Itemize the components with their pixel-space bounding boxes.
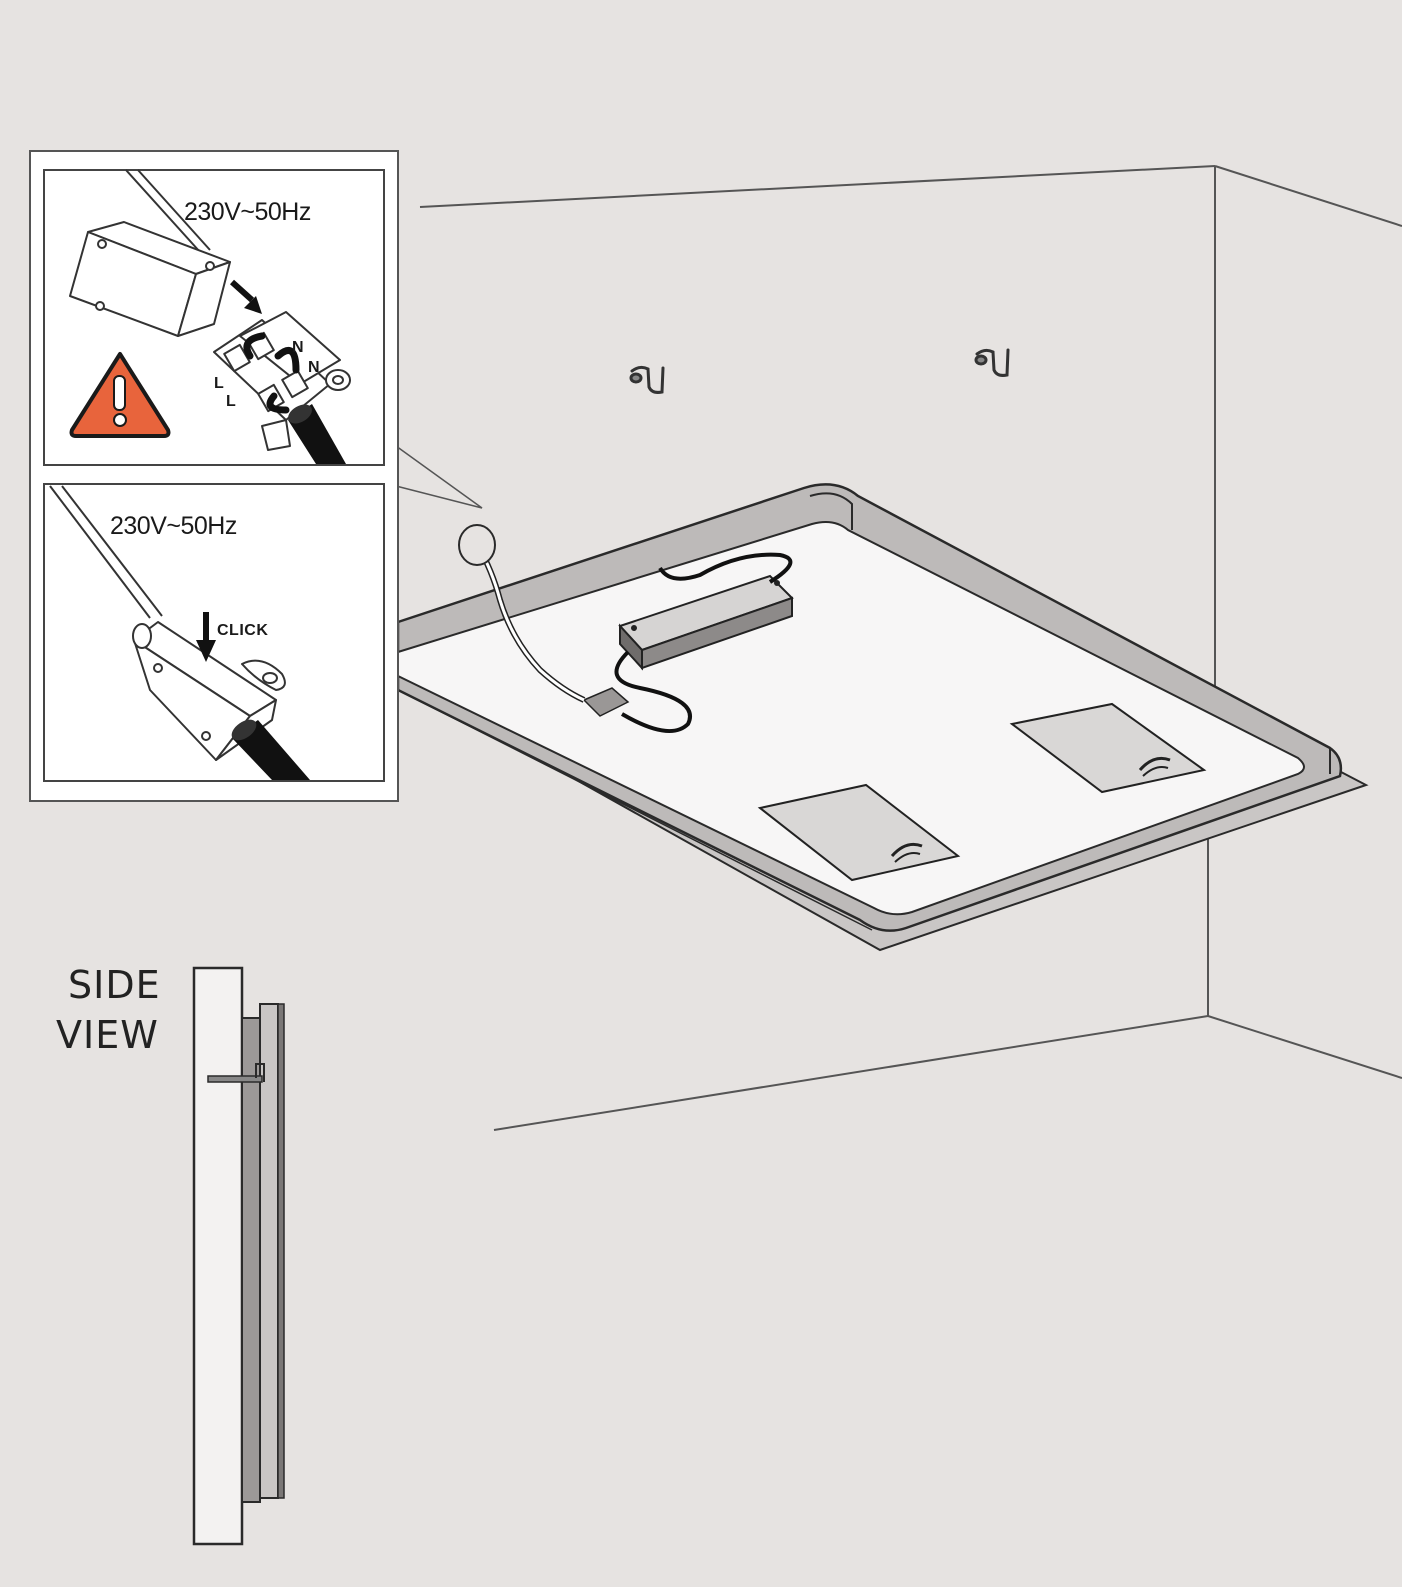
terminal-label-l2: L: [226, 393, 236, 410]
inset-panel-click: 230V~50Hz CLICK: [49, 485, 310, 780]
hanging-pad-right: [1009, 702, 1207, 794]
inset-panel-wiring: 230V~50Hz: [69, 169, 351, 464]
terminal-label-n1: N: [292, 339, 304, 356]
mirror-back-panel: [397, 521, 1305, 916]
side-view-label-line2: VIEW: [56, 1013, 159, 1057]
mirror-back: [395, 483, 1369, 952]
driver-cable-top: [658, 552, 793, 584]
side-view: SIDE VIEW: [56, 963, 285, 1546]
led-driver-box: [618, 574, 794, 671]
side-view-mirror-back: [241, 1017, 261, 1503]
hanging-pad-left: [757, 783, 961, 882]
side-view-label-line1: SIDE: [68, 963, 161, 1007]
mains-cable-inset-bottom: [231, 719, 310, 780]
side-view-mirror-glass: [277, 1003, 285, 1499]
terminal-label-l1: L: [214, 375, 224, 392]
push-arrow-icon: [229, 279, 262, 314]
voltage-label-bottom: 230V~50Hz: [110, 512, 237, 540]
driver-cable-bottom: [614, 650, 692, 733]
side-view-wall: [192, 966, 244, 1546]
click-arrow-icon: [196, 612, 216, 662]
warning-triangle-icon: [69, 352, 171, 438]
mains-cable-inset-top: [288, 404, 346, 464]
terminal-label-n2: N: [308, 359, 320, 376]
room-lines: [419, 165, 1402, 1131]
wall-hook-left: [629, 365, 665, 394]
click-label: CLICK: [217, 622, 268, 639]
cable-connector: [582, 687, 630, 717]
side-view-hook: [207, 1063, 265, 1083]
wall-hook-right: [974, 348, 1010, 377]
voltage-label-top: 230V~50Hz: [184, 198, 311, 226]
wall-outlet: [458, 524, 496, 566]
